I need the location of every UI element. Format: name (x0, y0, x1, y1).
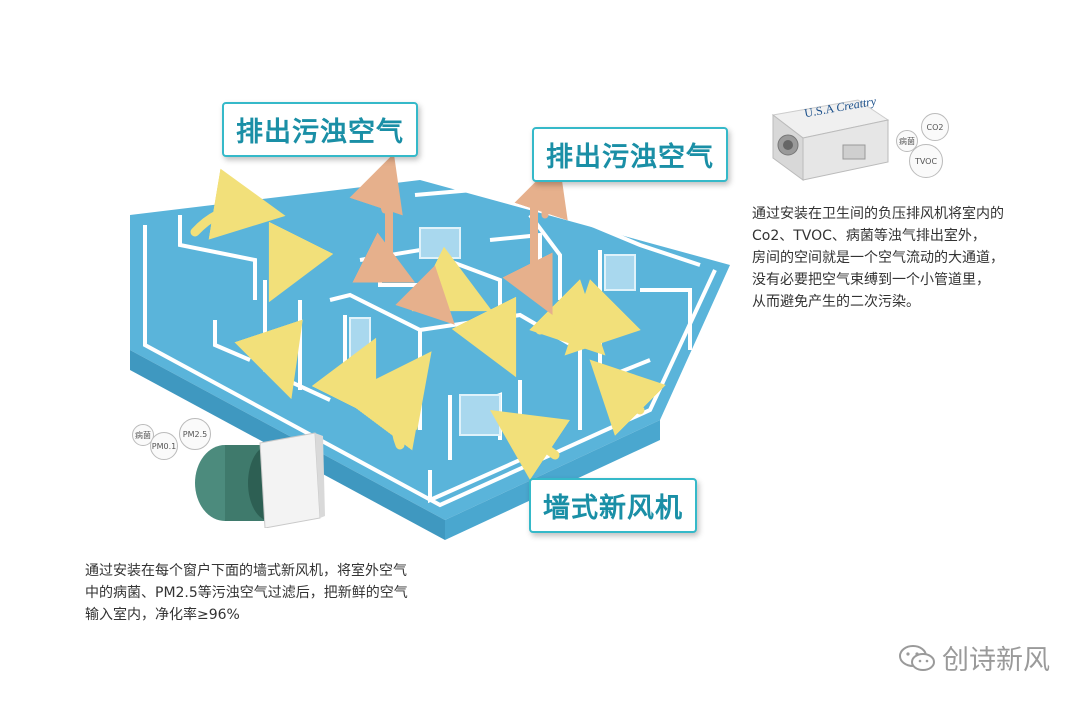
exhaust-fan-illustration (771, 99, 890, 181)
fresh-air-arrows (190, 168, 666, 480)
exhaust-callout-left: 排出污浊空气 (222, 102, 418, 157)
wall-unit-illustration (195, 432, 325, 529)
exhaust-description-line: 通过安装在卫生间的负压排风机将室内的 (752, 206, 1004, 222)
wall-fresh-air-device (185, 428, 325, 529)
wall-unit-description: 通过安装在每个窗户下面的墙式新风机，将室外空气 中的病菌、PM2.5等污浊空气过… (85, 560, 408, 626)
exhaust-fan-device: U.S.A Creattry (758, 90, 898, 185)
exhaust-description: 通过安装在卫生间的负压排风机将室内的 Co2、TVOC、病菌等浊气排出室外， 房… (752, 203, 1004, 313)
exhaust-description-line: 房间的空间就是一个空气流动的大通道， (752, 250, 1004, 266)
exhaust-description-line: 从而避免产生的二次污染。 (752, 294, 920, 310)
watermark: 创诗新风 (898, 638, 1050, 677)
watermark-text: 创诗新风 (942, 645, 1050, 676)
co2-badge: CO2 (921, 113, 949, 141)
exhaust-description-line: Co2、TVOC、病菌等浊气排出室外， (752, 228, 986, 244)
wall-unit-description-line: 中的病菌、PM2.5等污浊空气过滤后，把新鲜的空气 (85, 585, 408, 601)
wall-unit-description-line: 输入室内，净化率≥96% (85, 607, 240, 623)
pm25-badge: PM2.5 (179, 418, 211, 450)
wall-unit-callout: 墙式新风机 (529, 478, 697, 533)
exhaust-arrows (349, 153, 568, 325)
wechat-icon (899, 644, 935, 671)
exhaust-callout-right: 排出污浊空气 (532, 127, 728, 182)
tvoc-badge: TVOC (909, 144, 943, 178)
pm01-badge: PM0.1 (150, 432, 178, 460)
exhaust-ducts (385, 200, 538, 270)
exhaust-description-line: 没有必要把空气束缚到一个小管道里， (752, 272, 990, 288)
wall-unit-description-line: 通过安装在每个窗户下面的墙式新风机，将室外空气 (85, 563, 407, 579)
germ-badge: 病菌 (896, 130, 918, 152)
